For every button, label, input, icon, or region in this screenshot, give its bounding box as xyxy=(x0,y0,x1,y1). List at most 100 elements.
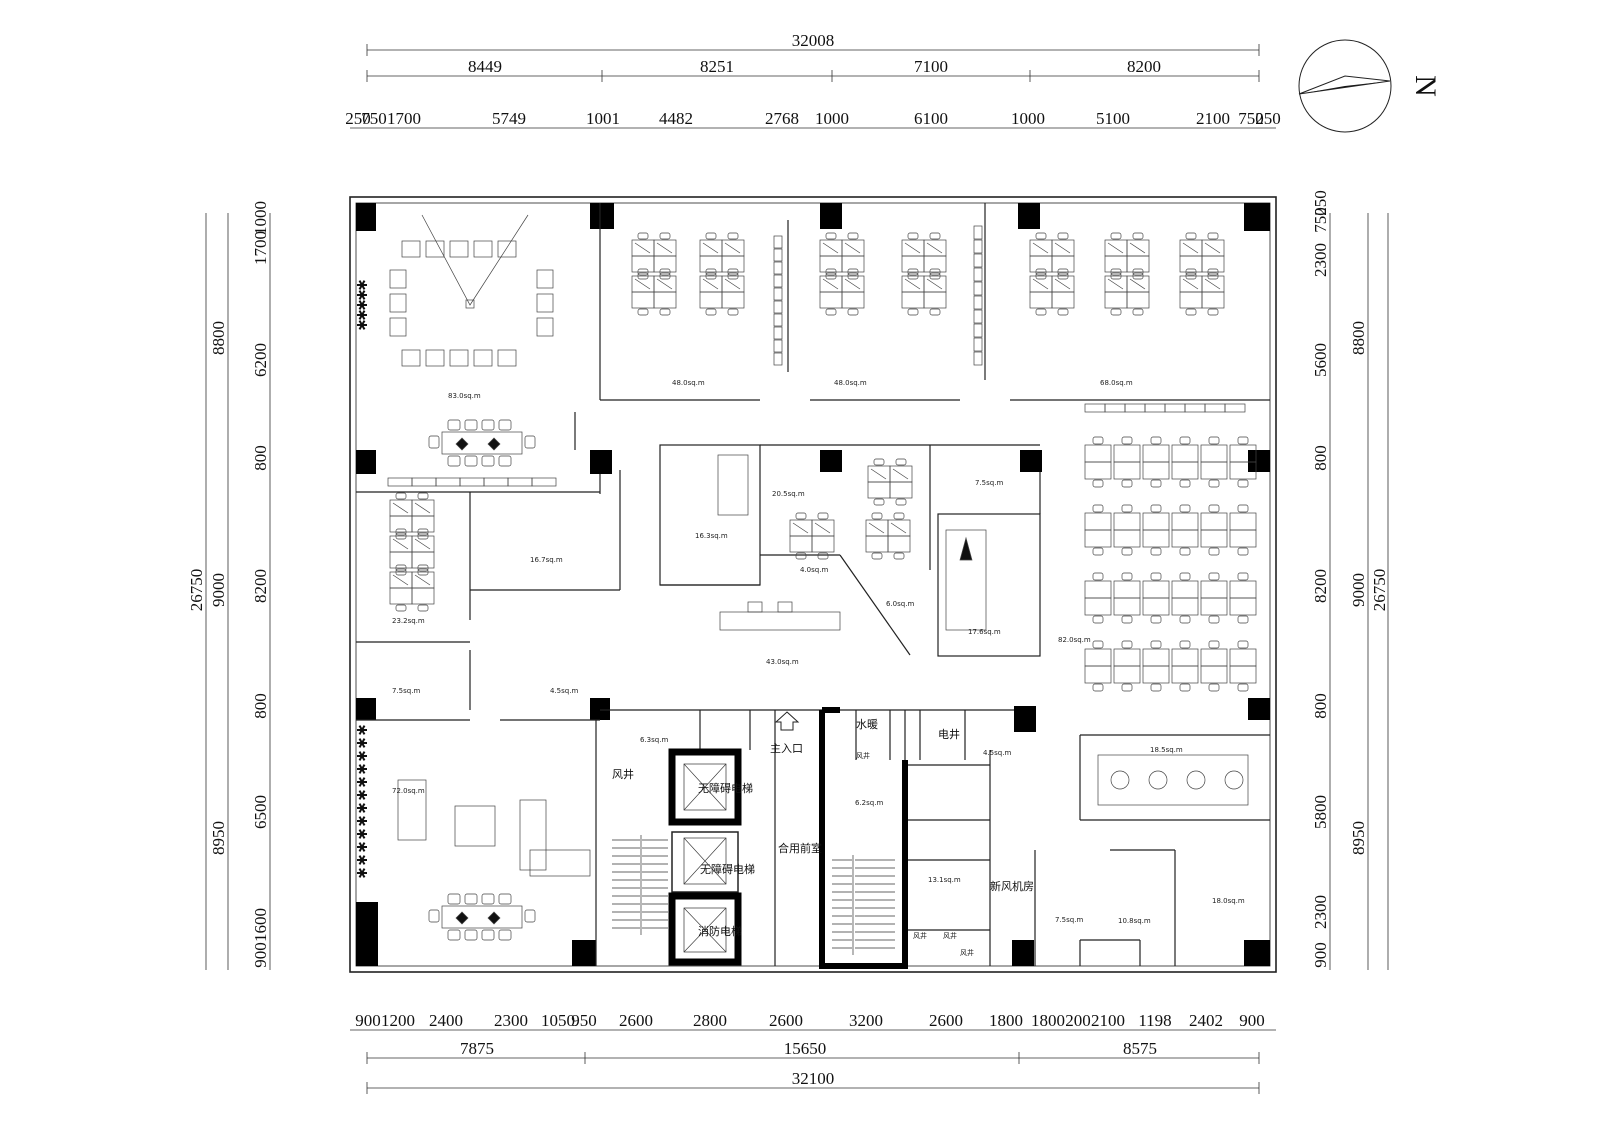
bottom-dimensions xyxy=(350,1029,1276,1094)
label-main-entrance: 主入口 xyxy=(770,742,803,755)
shelf xyxy=(435,477,461,487)
top-d4: 5749 xyxy=(492,109,526,128)
desk xyxy=(1200,665,1228,684)
north-arrow xyxy=(1298,39,1392,133)
shelf xyxy=(531,477,557,487)
desk xyxy=(631,291,655,309)
chair-icon xyxy=(1092,479,1104,488)
desk-partition xyxy=(1054,242,1071,254)
chair-icon xyxy=(417,528,429,536)
chair-icon xyxy=(447,893,461,905)
chair-icon xyxy=(873,498,885,506)
shelf xyxy=(773,235,783,249)
entrance-arrow-icon xyxy=(774,711,800,731)
left-d1: 1000 xyxy=(251,201,270,235)
desk-partition xyxy=(1182,278,1199,290)
desk-partition xyxy=(1129,278,1146,290)
desk xyxy=(1113,648,1141,667)
desk xyxy=(389,515,413,533)
chair-icon xyxy=(1185,232,1197,240)
desk-partition xyxy=(1054,278,1071,290)
chair-icon xyxy=(1237,640,1249,649)
shelf xyxy=(1184,403,1206,413)
desk xyxy=(721,291,745,309)
chair-icon xyxy=(1057,268,1069,276)
bottom-detail-dims: 900 1200 2400 2300 1050 950 2600 2800 26… xyxy=(355,1011,1265,1030)
chair-icon xyxy=(777,601,793,613)
shelf xyxy=(973,323,983,338)
chair-icon xyxy=(637,268,649,276)
chair-icon xyxy=(795,512,807,520)
top-d11: 5100 xyxy=(1096,109,1130,128)
right-dim-texts: 26750 8800 9000 8950 250 750 2300 5600 8… xyxy=(1311,190,1389,968)
chair-icon xyxy=(417,492,429,500)
chair-icon xyxy=(1057,232,1069,240)
top-d12: 2100 xyxy=(1196,109,1230,128)
chair-icon xyxy=(1110,308,1122,316)
chair-icon xyxy=(428,909,440,923)
desk-partition xyxy=(1032,278,1049,290)
top-d13: 750 xyxy=(1238,109,1264,128)
desk-partition xyxy=(926,278,943,290)
chair-icon xyxy=(1121,615,1133,624)
chair-icon xyxy=(447,455,461,467)
chair-icon xyxy=(1035,308,1047,316)
desk xyxy=(1126,255,1150,273)
desk xyxy=(1029,291,1053,309)
label-wind-shaft-1: 风井 xyxy=(612,767,634,781)
chair-icon xyxy=(893,512,905,520)
chair-icon xyxy=(1092,436,1104,445)
lounge-counter xyxy=(1097,754,1249,806)
desk xyxy=(841,291,865,309)
chair-icon xyxy=(464,893,478,905)
top-d3: 1700 xyxy=(387,109,421,128)
armchair-icon xyxy=(401,240,421,258)
sofa xyxy=(397,779,427,841)
desk xyxy=(653,255,677,273)
desk-partition xyxy=(702,278,719,290)
chair-icon xyxy=(907,232,919,240)
chair-icon xyxy=(1150,547,1162,556)
chair-icon xyxy=(498,419,512,431)
room-area-e: 16.3sq.m xyxy=(695,532,728,540)
left-d8: 1600 xyxy=(251,908,270,942)
desk xyxy=(1142,580,1170,599)
chair-icon xyxy=(1208,640,1220,649)
top-seg-2: 8251 xyxy=(700,57,734,76)
armchair-icon xyxy=(497,349,517,367)
bot-d11: 2600 xyxy=(929,1011,963,1030)
right-d3: 2300 xyxy=(1311,243,1330,277)
shelf xyxy=(773,352,783,366)
plant-icon xyxy=(361,790,366,796)
chair-icon xyxy=(705,268,717,276)
bot-d10: 3200 xyxy=(849,1011,883,1030)
desk xyxy=(901,255,925,273)
shelf xyxy=(1104,403,1126,413)
shelf xyxy=(773,274,783,288)
label-wind-shaft-3: 风井 xyxy=(913,931,927,940)
chair-icon xyxy=(637,232,649,240)
desk xyxy=(1201,291,1225,309)
plant-icon xyxy=(361,320,366,326)
room-area-g: 7.5sq.m xyxy=(975,479,1003,487)
right-d7: 800 xyxy=(1311,693,1330,719)
desk xyxy=(1200,444,1228,463)
chair-icon xyxy=(825,308,837,316)
desk xyxy=(1171,512,1199,531)
bot-d5: 1050 xyxy=(541,1011,575,1030)
shelf xyxy=(973,309,983,324)
chair-icon xyxy=(1237,547,1249,556)
label-wind-shaft-5: 风井 xyxy=(960,948,974,957)
top-detail-dims: 250 750 1700 5749 1001 4482 2768 1000 61… xyxy=(345,109,1281,128)
chair-icon xyxy=(524,435,536,449)
chair-icon xyxy=(817,552,829,560)
chair-icon xyxy=(1237,615,1249,624)
shelf xyxy=(973,225,983,240)
plant-icon xyxy=(361,803,366,809)
shelf xyxy=(773,313,783,327)
chair-icon xyxy=(1121,504,1133,513)
armchair-icon xyxy=(389,317,407,337)
top-seg-4: 8200 xyxy=(1127,57,1161,76)
top-d7: 2768 xyxy=(765,109,799,128)
